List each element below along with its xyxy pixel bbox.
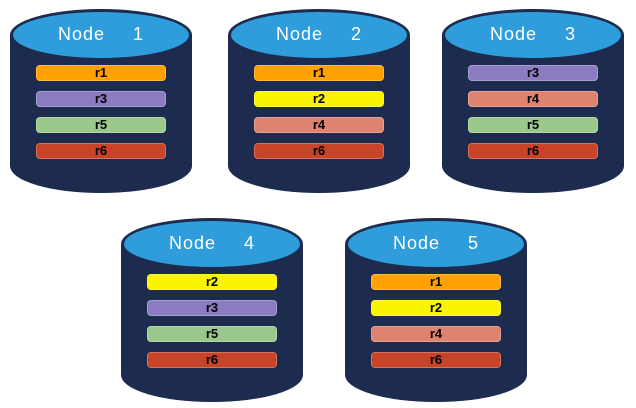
cylinder-body bbox=[345, 244, 527, 402]
cylinder-top: Node 1 bbox=[10, 9, 192, 61]
replica-list: r3 r4 r5 r6 bbox=[442, 65, 624, 159]
replica-bar: r1 bbox=[36, 65, 166, 81]
node-5-cylinder: Node 5 r1 r2 r4 r6 bbox=[345, 218, 527, 402]
cylinder-body bbox=[442, 35, 624, 193]
replica-list: r1 r2 r4 r6 bbox=[228, 65, 410, 159]
replica-bar: r1 bbox=[254, 65, 384, 81]
replica-list: r2 r3 r5 r6 bbox=[121, 274, 303, 368]
node-title: Node 4 bbox=[168, 232, 256, 253]
replica-bar: r5 bbox=[147, 326, 277, 342]
replica-bar: r4 bbox=[371, 326, 501, 342]
node-title: Node 2 bbox=[275, 23, 363, 44]
cylinder-top: Node 5 bbox=[345, 218, 527, 270]
node-title: Node 5 bbox=[392, 232, 480, 253]
replica-bar: r4 bbox=[468, 91, 598, 107]
replica-bar: r3 bbox=[147, 300, 277, 316]
replica-bar: r2 bbox=[147, 274, 277, 290]
node-2-cylinder: Node 2 r1 r2 r4 r6 bbox=[228, 9, 410, 193]
replica-bar: r4 bbox=[254, 117, 384, 133]
replica-bar: r6 bbox=[371, 352, 501, 368]
replica-bar: r1 bbox=[371, 274, 501, 290]
cylinder-body bbox=[228, 35, 410, 193]
replica-bar: r6 bbox=[468, 143, 598, 159]
node-3-cylinder: Node 3 r3 r4 r5 r6 bbox=[442, 9, 624, 193]
replica-bar: r2 bbox=[254, 91, 384, 107]
cylinder-body bbox=[121, 244, 303, 402]
node-4-cylinder: Node 4 r2 r3 r5 r6 bbox=[121, 218, 303, 402]
replica-bar: r5 bbox=[36, 117, 166, 133]
replica-bar: r6 bbox=[254, 143, 384, 159]
replica-bar: r3 bbox=[468, 65, 598, 81]
node-1-cylinder: Node 1 r1 r3 r5 r6 bbox=[10, 9, 192, 193]
replica-list: r1 r3 r5 r6 bbox=[10, 65, 192, 159]
cylinder-body bbox=[10, 35, 192, 193]
replica-bar: r2 bbox=[371, 300, 501, 316]
replica-bar: r3 bbox=[36, 91, 166, 107]
cylinder-top: Node 4 bbox=[121, 218, 303, 270]
cylinder-top: Node 2 bbox=[228, 9, 410, 61]
replica-bar: r6 bbox=[147, 352, 277, 368]
replica-list: r1 r2 r4 r6 bbox=[345, 274, 527, 368]
replica-bar: r6 bbox=[36, 143, 166, 159]
replica-bar: r5 bbox=[468, 117, 598, 133]
node-title: Node 1 bbox=[57, 23, 145, 44]
cylinder-top: Node 3 bbox=[442, 9, 624, 61]
node-title: Node 3 bbox=[489, 23, 577, 44]
